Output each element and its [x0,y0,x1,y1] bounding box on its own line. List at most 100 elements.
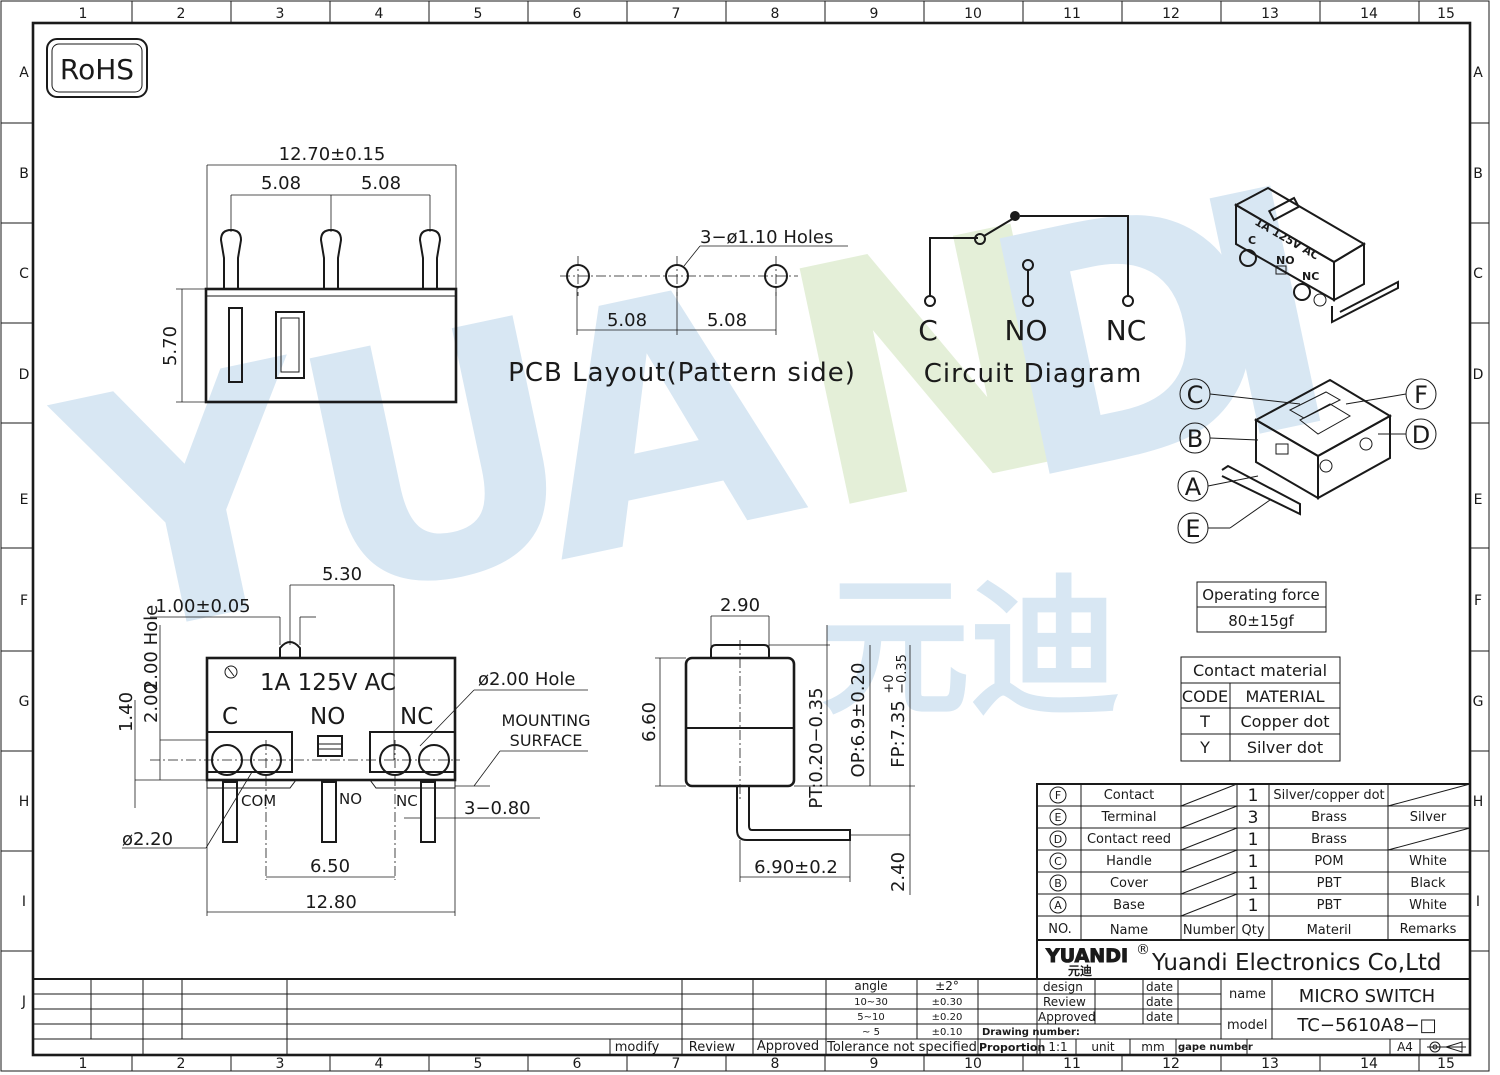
tol-angle-value: ±2° [935,979,959,993]
grid-col-9: 9 [870,6,879,22]
company-reg: ® [1136,942,1150,958]
circuit-label-nc: NC [1106,314,1147,347]
bom-remarks-b: Black [1410,876,1446,891]
bom-remarks-c: White [1409,854,1447,869]
front-dim-380: 3−0.80 [464,798,531,819]
contact-material-table: Contact material CODE MATERIAL T Copper … [1180,656,1341,762]
title-date-3: date [1146,1010,1173,1024]
grid-col-15-bottom: 15 [1437,1056,1455,1072]
bom-header-no: NO. [1048,922,1072,937]
grid-col-10: 10 [964,6,982,22]
front-view: 5.30 1.00±0.05 1A 125V AC C NO NC [116,564,590,916]
tol-510-value: ±0.20 [932,1012,963,1023]
title-name-value: MICRO SWITCH [1299,986,1435,1007]
callout-a: A [1185,473,1202,501]
title-proportion-value: 1:1 [1048,1040,1067,1054]
grid-col-3: 3 [276,6,285,22]
bom-code-e: E [1055,811,1062,824]
front-rating-label: 1A 125V AC [260,670,396,696]
title-unit: unit [1091,1040,1115,1054]
grid-col-7: 7 [672,6,681,22]
side-dim-fp-tol-dn: −0.35 [895,654,910,694]
side-dim-fp-tol-up: +0 [882,674,897,693]
circuit-title: Circuit Diagram [924,359,1143,389]
bom-qty-b: 1 [1248,874,1259,894]
bom-name-e: Terminal [1101,810,1157,825]
bom-material-d: Brass [1311,832,1347,847]
grid-col-15: 15 [1437,6,1455,22]
rev-modify: modify [615,1040,660,1055]
bom-qty-a: 1 [1248,896,1259,916]
tol-1030-value: ±0.30 [932,997,963,1008]
contact-material-value-t: Copper dot [1241,712,1330,731]
grid-row-i-right: I [1476,894,1480,910]
title-model-value: TC−5610A8−□ [1296,1015,1436,1036]
grid-row-h-right: H [1473,794,1484,810]
side-dim-660: 6.60 [639,702,660,742]
front-label-no-small: NO [339,790,362,808]
title-design: design [1043,980,1083,994]
front-dim-530: 5.30 [322,564,362,585]
grid-col-13: 13 [1261,6,1279,22]
rohs-mark: RoHS [46,38,148,98]
side-dim-op: OP:6.9±0.20 [848,663,869,778]
side-view: 2.90 6.60 PT:0.20−0.35 OP:6.9±0.20 FP:7.… [639,595,915,895]
side-dim-240: 2.40 [888,852,909,892]
callout-f: F [1414,381,1428,409]
bom-material-a: PBT [1317,898,1342,913]
top-dim-pitch1: 5.08 [261,173,301,194]
iso-no-label: NO [1276,254,1295,267]
grid-row-g: G [19,694,30,710]
tol-footer: Tolerance not specified [826,1040,977,1055]
bom-header-material: Materil [1307,923,1352,938]
side-dim-690: 6.90±0.2 [754,857,838,878]
grid-col-14: 14 [1360,6,1378,22]
front-dim-hole: 2.00 Hole [141,605,162,691]
grid-row-e-right: E [1474,492,1483,508]
top-view: 12.70±0.15 5.08 5.08 5.70 [160,144,458,404]
title-block: design Review Approved date date date Dr… [33,978,1470,1055]
bom-header-remarks: Remarks [1400,922,1457,937]
bom-qty-e: 3 [1248,808,1259,828]
rev-approved: Approved [757,1039,819,1054]
bom-name-c: Handle [1106,854,1152,869]
top-dim-height: 5.70 [160,326,181,366]
bom-qty-f: 1 [1248,786,1259,806]
company-logo-cn: 元迪 [1068,963,1092,978]
projection-symbol-icon [1427,1041,1466,1053]
grid-row-j: J [21,994,26,1010]
contact-material-code-t: T [1199,712,1210,731]
bom-qty-d: 1 [1248,830,1259,850]
tol-1030: 10~30 [854,997,888,1008]
bom-material-f: Silver/copper dot [1273,788,1384,803]
grid-col-13-bottom: 13 [1261,1056,1279,1072]
grid-col-6-bottom: 6 [573,1056,582,1072]
bom-material-b: PBT [1317,876,1342,891]
grid-row-c: C [19,266,29,282]
grid-col-4: 4 [375,6,384,22]
tol-5: ~ 5 [862,1027,880,1038]
grid-row-e: E [20,492,29,508]
front-label-nc-small: NC [396,792,418,810]
top-dim-pitch2: 5.08 [361,173,401,194]
side-dim-290: 2.90 [720,595,760,616]
grid-col-9-bottom: 9 [870,1056,879,1072]
grid-col-8: 8 [771,6,780,22]
iso-nc-label: NC [1302,270,1319,283]
grid-col-3-bottom: 3 [276,1056,285,1072]
circuit-label-no: NO [1005,314,1048,347]
grid-row-b: B [19,166,29,182]
bom-code-c: C [1054,855,1062,868]
operating-force-value: 80±15gf [1228,612,1294,630]
tol-510: 5~10 [857,1012,884,1023]
company-name: Yuandi Electronics Co,Ltd [1151,950,1442,976]
grid-col-11: 11 [1063,6,1081,22]
front-label-nc: NC [400,704,433,730]
front-label-no: NO [310,704,345,730]
company-logo: YUANDI [1045,945,1128,967]
bom-name-f: Contact [1104,788,1155,803]
iso-c-label: C [1248,234,1256,247]
callout-d: D [1412,421,1430,449]
bom-remarks-e: Silver [1410,810,1447,825]
